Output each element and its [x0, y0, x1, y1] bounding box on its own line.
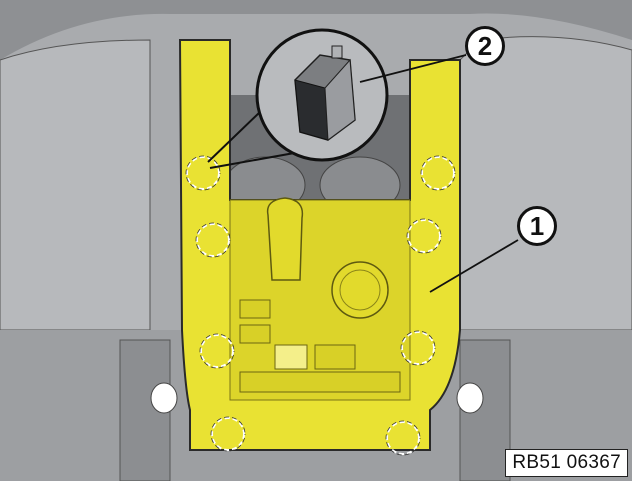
right-mount-hole — [456, 382, 484, 414]
callout-1-leader — [429, 239, 519, 293]
dashboard-top — [0, 0, 632, 60]
detail-leader-right — [209, 151, 301, 169]
left-side-panel — [0, 39, 151, 331]
callout-2-leader — [359, 54, 467, 83]
clip-marker — [407, 219, 441, 253]
console-button — [239, 324, 271, 344]
clip-marker — [200, 334, 234, 368]
callout-2: 2 — [465, 26, 505, 66]
clip-markers-dark — [185, 155, 456, 456]
clip-marker — [401, 331, 435, 365]
console-button — [314, 344, 356, 370]
detail-leader-left — [207, 109, 263, 163]
controller-knob-ring — [339, 269, 381, 311]
clip-marker — [186, 156, 220, 190]
clip-marker — [421, 156, 455, 190]
clip-marker — [196, 223, 230, 257]
right-side-panel — [459, 36, 632, 331]
retaining-clip — [294, 45, 356, 141]
right-rail — [459, 339, 511, 481]
console-button-strip — [239, 371, 401, 393]
gear-selector — [266, 197, 304, 281]
clip-markers — [186, 156, 455, 455]
left-mount-hole — [150, 382, 178, 414]
clip-marker — [211, 417, 245, 451]
left-rail — [119, 339, 171, 481]
console-button — [274, 344, 308, 370]
figure-code: RB51 06367 — [505, 449, 628, 477]
console-button — [239, 299, 271, 319]
callout-1: 1 — [517, 206, 557, 246]
clip-marker — [386, 421, 420, 455]
